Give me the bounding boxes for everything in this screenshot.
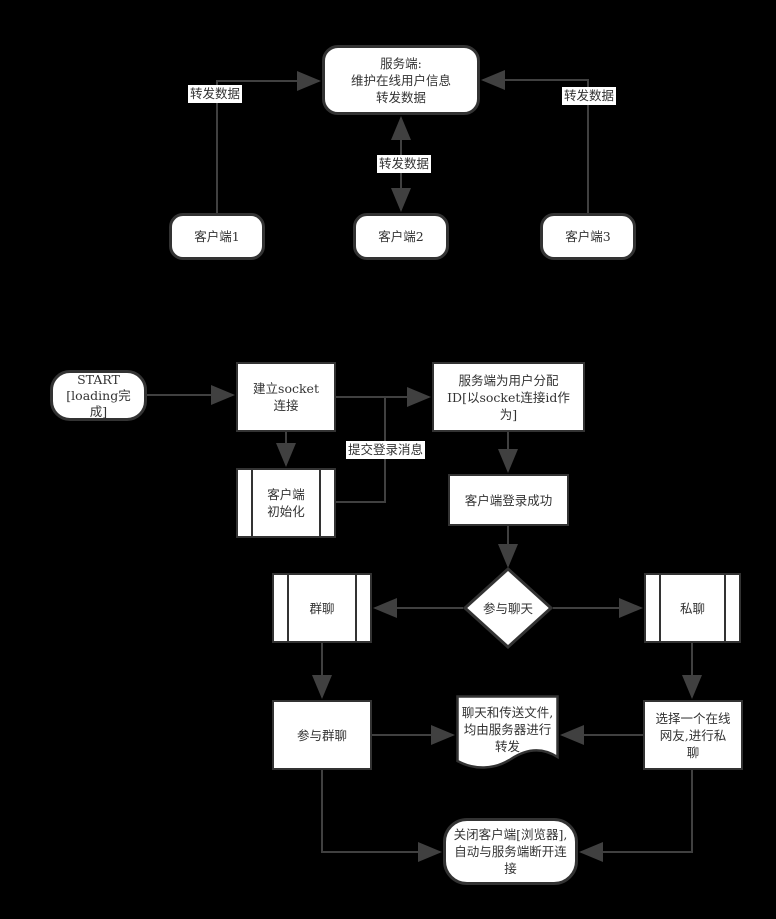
submit-login-label: 提交登录消息 xyxy=(346,441,426,459)
start-node: START [loading完 成] xyxy=(50,370,147,421)
create-socket-node: 建立socket 连接 xyxy=(236,362,336,432)
client1-node: 客户端1 xyxy=(169,213,265,260)
diamond-shape xyxy=(462,566,554,650)
forward-data-label-left: 转发数据 xyxy=(188,85,243,103)
server-node: 服务端: 维护在线用户信息 转发数据 xyxy=(322,45,480,115)
client3-node: 客户端3 xyxy=(540,213,636,260)
client2-node: 客户端2 xyxy=(353,213,449,260)
client-init-node: 客户端 初始化 xyxy=(236,468,336,538)
relay-document-node: 聊天和传送文件, 均由服务器进行 转发 xyxy=(456,695,559,773)
edge-joingroup-to-close xyxy=(321,770,442,862)
edge-client1-to-server xyxy=(216,71,321,213)
edge-init-join-submit-login xyxy=(336,397,386,503)
select-friend-node: 选择一个在线 网友,进行私 聊 xyxy=(643,700,743,770)
join-group-node: 参与群聊 xyxy=(272,700,372,770)
forward-data-label-right: 转发数据 xyxy=(562,87,617,105)
relay-document-label: 聊天和传送文件, 均由服务器进行 转发 xyxy=(461,704,554,754)
assign-id-node: 服务端为用户分配 ID[以socket连接id作 为] xyxy=(432,362,585,432)
login-success-node: 客户端登录成功 xyxy=(448,474,569,526)
decision-label: 参与聊天 xyxy=(482,600,533,616)
close-client-node: 关闭客户端[浏览器], 自动与服务端断开连 接 xyxy=(443,818,578,885)
document-shape xyxy=(456,695,559,769)
edge-selectfriend-to-close xyxy=(579,770,693,862)
forward-data-label-middle: 转发数据 xyxy=(377,155,432,173)
group-chat-node: 群聊 xyxy=(272,573,372,643)
decision-node: 参与聊天 xyxy=(462,566,554,650)
private-chat-node: 私聊 xyxy=(644,573,741,643)
edge-client3-to-server xyxy=(481,70,589,213)
